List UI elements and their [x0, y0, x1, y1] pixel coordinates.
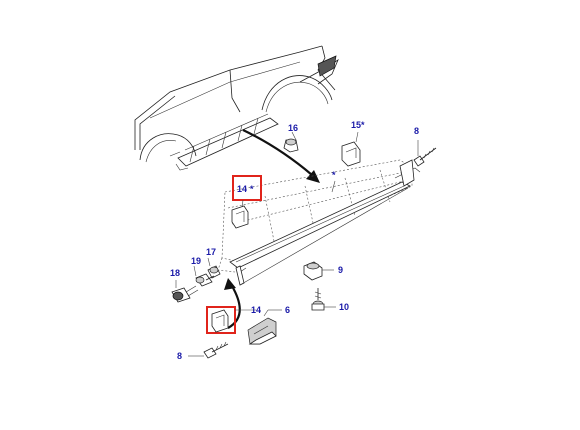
- callout-9: 9: [338, 265, 343, 275]
- callout-14-top-asterisk: *: [250, 184, 254, 194]
- callout-10: 10: [339, 302, 349, 312]
- vehicle-body-outline: [134, 45, 339, 171]
- part-9-nut: [303, 261, 334, 281]
- part-17-grommet: [207, 257, 221, 279]
- part-10-screw: [311, 288, 336, 311]
- highlight-box-14-top: [232, 175, 262, 201]
- callout-17: 17: [206, 247, 216, 257]
- callout-asterisk-sill: *: [332, 170, 336, 180]
- part-14-clip-top: [231, 205, 249, 229]
- callout-18: 18: [170, 268, 180, 278]
- part-8-screw-top: [413, 140, 437, 167]
- side-sill-moulding: [217, 159, 421, 286]
- part-8-screw-low: [188, 341, 229, 359]
- part-16-clip: [283, 131, 299, 153]
- direction-arrow-lower: [224, 278, 241, 329]
- callout-19: 19: [191, 256, 201, 266]
- callout-15: 15: [351, 120, 361, 130]
- part-15-bracket: [341, 131, 361, 167]
- direction-arrow-upper: [242, 129, 320, 183]
- callout-14-low: 14: [251, 305, 261, 315]
- callout-16: 16: [288, 123, 298, 133]
- part-19-washer: [193, 265, 215, 287]
- callout-6: 6: [285, 305, 290, 315]
- highlight-box-14-low: [206, 306, 236, 334]
- callout-15-asterisk: *: [361, 120, 365, 130]
- part-14-clip-low: [211, 309, 229, 333]
- callout-14-top: 14: [237, 184, 247, 194]
- part-6-end-cap: [247, 309, 282, 345]
- callout-8-top: 8: [414, 126, 419, 136]
- asterisk-leader: [331, 180, 336, 193]
- callout-8-low: 8: [177, 351, 182, 361]
- part-18-bolt: [171, 280, 199, 303]
